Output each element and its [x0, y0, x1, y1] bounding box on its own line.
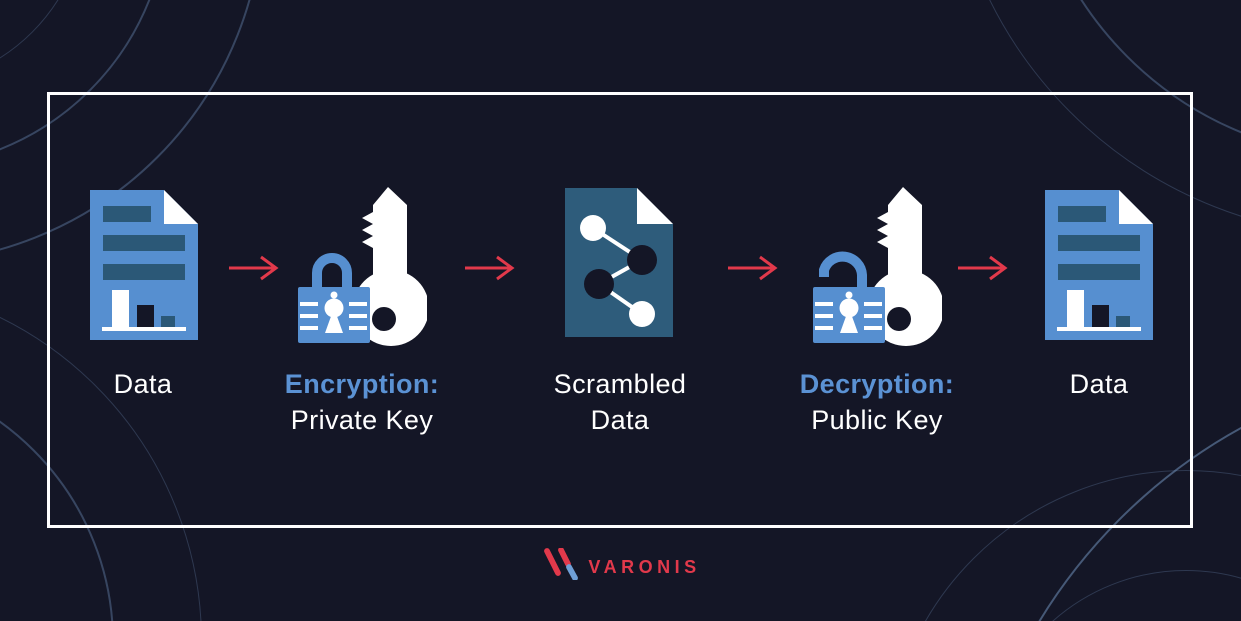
label-line-emphasis: Encryption:	[284, 369, 440, 399]
varonis-logo-icon	[544, 548, 579, 580]
label-line: Scrambled	[553, 369, 687, 399]
padlock-closed-key-icon	[298, 187, 427, 346]
label-line: Public Key	[811, 405, 943, 435]
scrambled-document-icon	[565, 188, 673, 337]
right-arrow-icon	[728, 255, 778, 281]
padlock-open-key-icon	[813, 187, 942, 346]
data-document-icon	[90, 190, 198, 340]
label-line: Data	[590, 405, 650, 435]
stage-label-scrambled-data: Scrambled Data	[490, 366, 750, 438]
stage-label-data-input: Data	[13, 366, 273, 402]
brand-footer: VARONIS	[0, 548, 1241, 588]
label-line: Data	[1069, 369, 1129, 399]
label-line: Private Key	[290, 405, 434, 435]
right-arrow-icon	[958, 255, 1008, 281]
stage-label-encryption: Encryption: Private Key	[232, 366, 492, 438]
brand-wordmark: VARONIS	[588, 557, 701, 577]
stage-label-data-output: Data	[969, 366, 1229, 402]
right-arrow-icon	[229, 255, 279, 281]
stage-label-decryption: Decryption: Public Key	[747, 366, 1007, 438]
label-line-emphasis: Decryption:	[799, 369, 955, 399]
content-frame	[47, 92, 1193, 528]
label-line: Data	[113, 369, 173, 399]
data-document-icon	[1045, 190, 1153, 340]
right-arrow-icon	[465, 255, 515, 281]
